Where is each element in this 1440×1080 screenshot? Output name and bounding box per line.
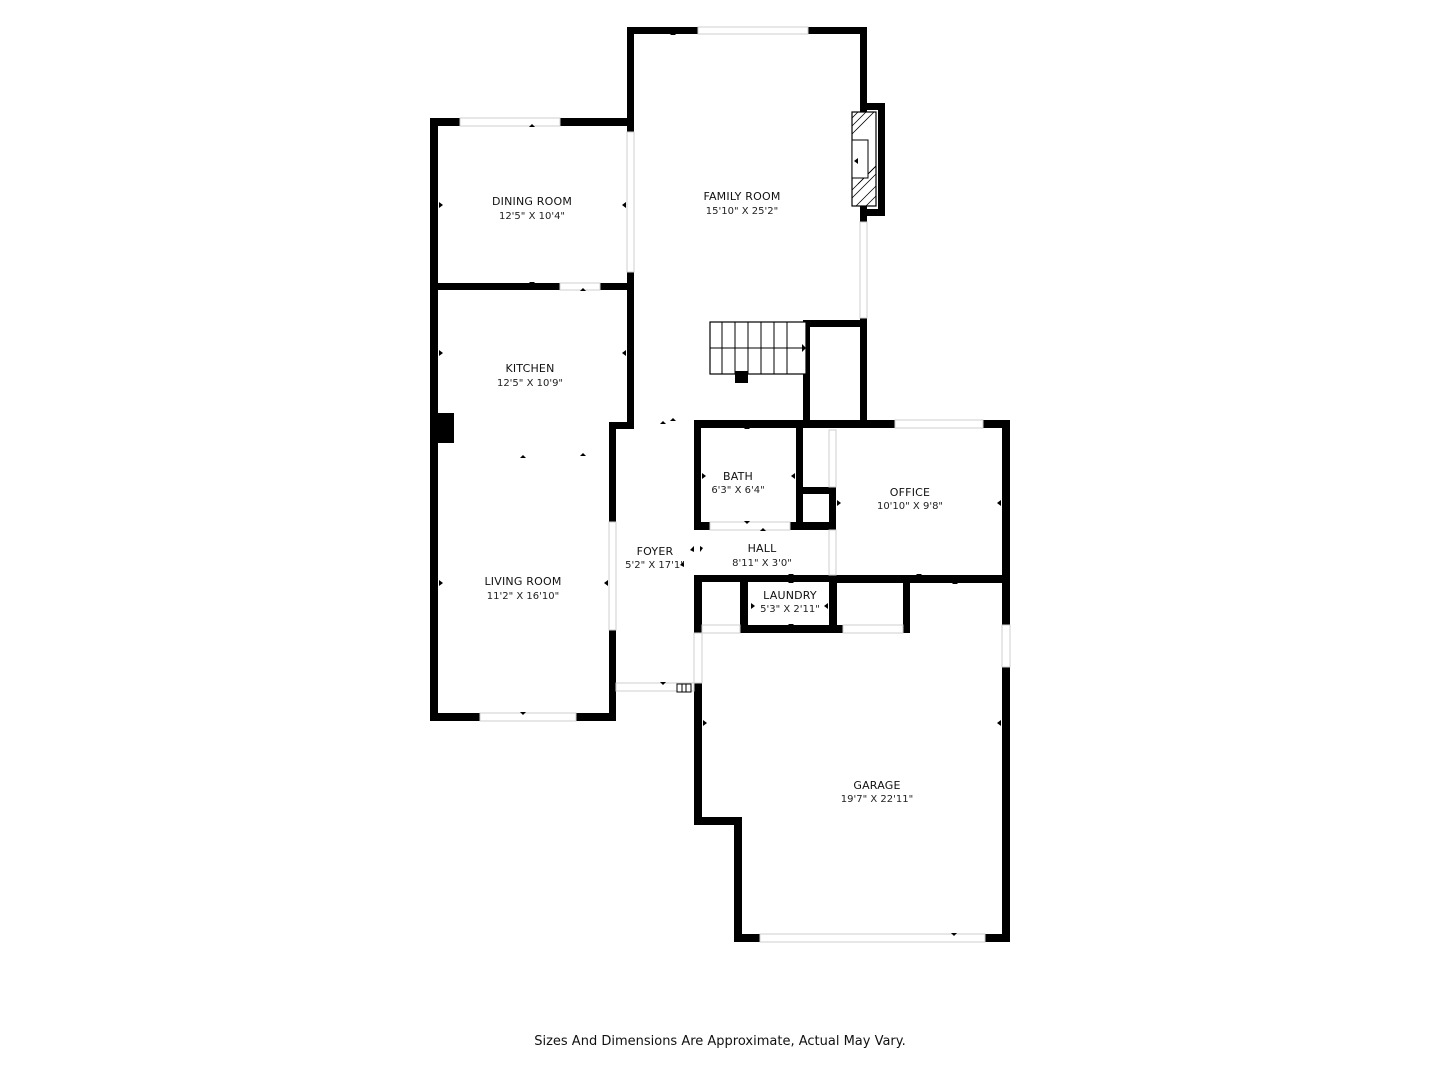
door-closet-right (842, 624, 904, 634)
opening-living-foyer (608, 521, 617, 631)
room-name-office: OFFICE (890, 486, 930, 499)
wall-garage-jog (694, 817, 742, 825)
garage-side-door (693, 632, 703, 684)
room-name-dining: DINING ROOM (492, 195, 572, 208)
wall-garage-north (694, 625, 910, 633)
door-threshold (676, 683, 692, 693)
room-name-kitchen: KITCHEN (505, 362, 554, 375)
opening-dining-family (626, 131, 635, 273)
room-name-garage: GARAGE (853, 779, 900, 792)
wall-bath-east (796, 420, 803, 530)
wall-bath-west (694, 420, 701, 530)
wall-dining-kitchen (430, 283, 633, 290)
wall-office-east (1002, 420, 1010, 585)
window-garage-east (1001, 624, 1011, 668)
window-dining-north (459, 117, 561, 127)
dimension-ticks (439, 32, 1001, 936)
openings (459, 26, 1011, 943)
room-name-living: LIVING ROOM (484, 575, 561, 588)
window-office-north (894, 419, 984, 429)
fireplace (851, 111, 877, 207)
door-dining-kitchen (559, 282, 601, 291)
room-dims-kitchen: 12'5" X 10'9" (497, 378, 563, 389)
wall-fireplace-east (878, 103, 885, 216)
wall-laundry-west (740, 575, 748, 633)
room-dims-office: 10'10" X 9'8" (877, 501, 943, 512)
wall-stair-top (803, 320, 867, 327)
room-dims-bath: 6'3" X 6'4" (711, 485, 764, 496)
window-family-north (697, 26, 809, 35)
wall-garage-west-lower (734, 817, 742, 942)
staircase (709, 321, 807, 383)
wall-laundry-east (829, 575, 837, 633)
room-dims-garage: 19'7" X 22'11" (841, 794, 913, 805)
room-dims-foyer: 5'2" X 17'1" (625, 560, 685, 571)
wall-fireplace-bottom (860, 209, 885, 216)
room-name-family: FAMILY ROOM (703, 190, 780, 203)
wall-bath-north (694, 420, 1010, 428)
opening-office-hall (828, 529, 837, 576)
room-dims-laundry: 5'3" X 2'11" (760, 604, 820, 615)
wall-closet-east (829, 487, 836, 530)
wall-dining-east-lower (627, 272, 634, 290)
wall-west (430, 118, 438, 721)
kitchen-counter-block (438, 413, 454, 443)
room-labels: DINING ROOM 12'5" X 10'4" FAMILY ROOM 15… (484, 190, 943, 805)
wall-hall-south (694, 575, 836, 582)
room-dims-dining: 12'5" X 10'4" (499, 211, 565, 222)
room-dims-hall: 8'11" X 3'0" (732, 558, 792, 569)
room-name-laundry: LAUNDRY (763, 589, 817, 602)
room-name-hall: HALL (748, 542, 778, 555)
wall-closet-mid (796, 487, 836, 494)
room-dims-family: 15'10" X 25'2" (706, 206, 778, 217)
wall-garage-east (1002, 575, 1010, 942)
door-bath (709, 521, 791, 531)
wall-family-west (627, 27, 634, 132)
front-door (615, 682, 695, 692)
wall-office-south (829, 575, 1010, 583)
wall-living-east-lower (609, 630, 616, 721)
window-living-south (479, 712, 577, 722)
door-office (828, 429, 837, 488)
door-garage-entry (701, 624, 741, 634)
wall-kitchen-jog (609, 422, 634, 429)
wall-kitchen-east (627, 283, 634, 429)
room-name-foyer: FOYER (637, 545, 674, 558)
wall-closet-right (903, 575, 910, 633)
room-dims-living: 11'2" X 16'10" (487, 591, 559, 602)
wall-living-east (609, 422, 616, 522)
window-family-east (859, 221, 868, 319)
wall-garage-west (694, 575, 702, 825)
wall-family-east-lower (860, 318, 867, 428)
room-name-bath: BATH (723, 470, 753, 483)
disclaimer-text: Sizes And Dimensions Are Approximate, Ac… (534, 1034, 906, 1049)
wall-fireplace-top (860, 103, 885, 110)
garage-door (759, 933, 986, 943)
